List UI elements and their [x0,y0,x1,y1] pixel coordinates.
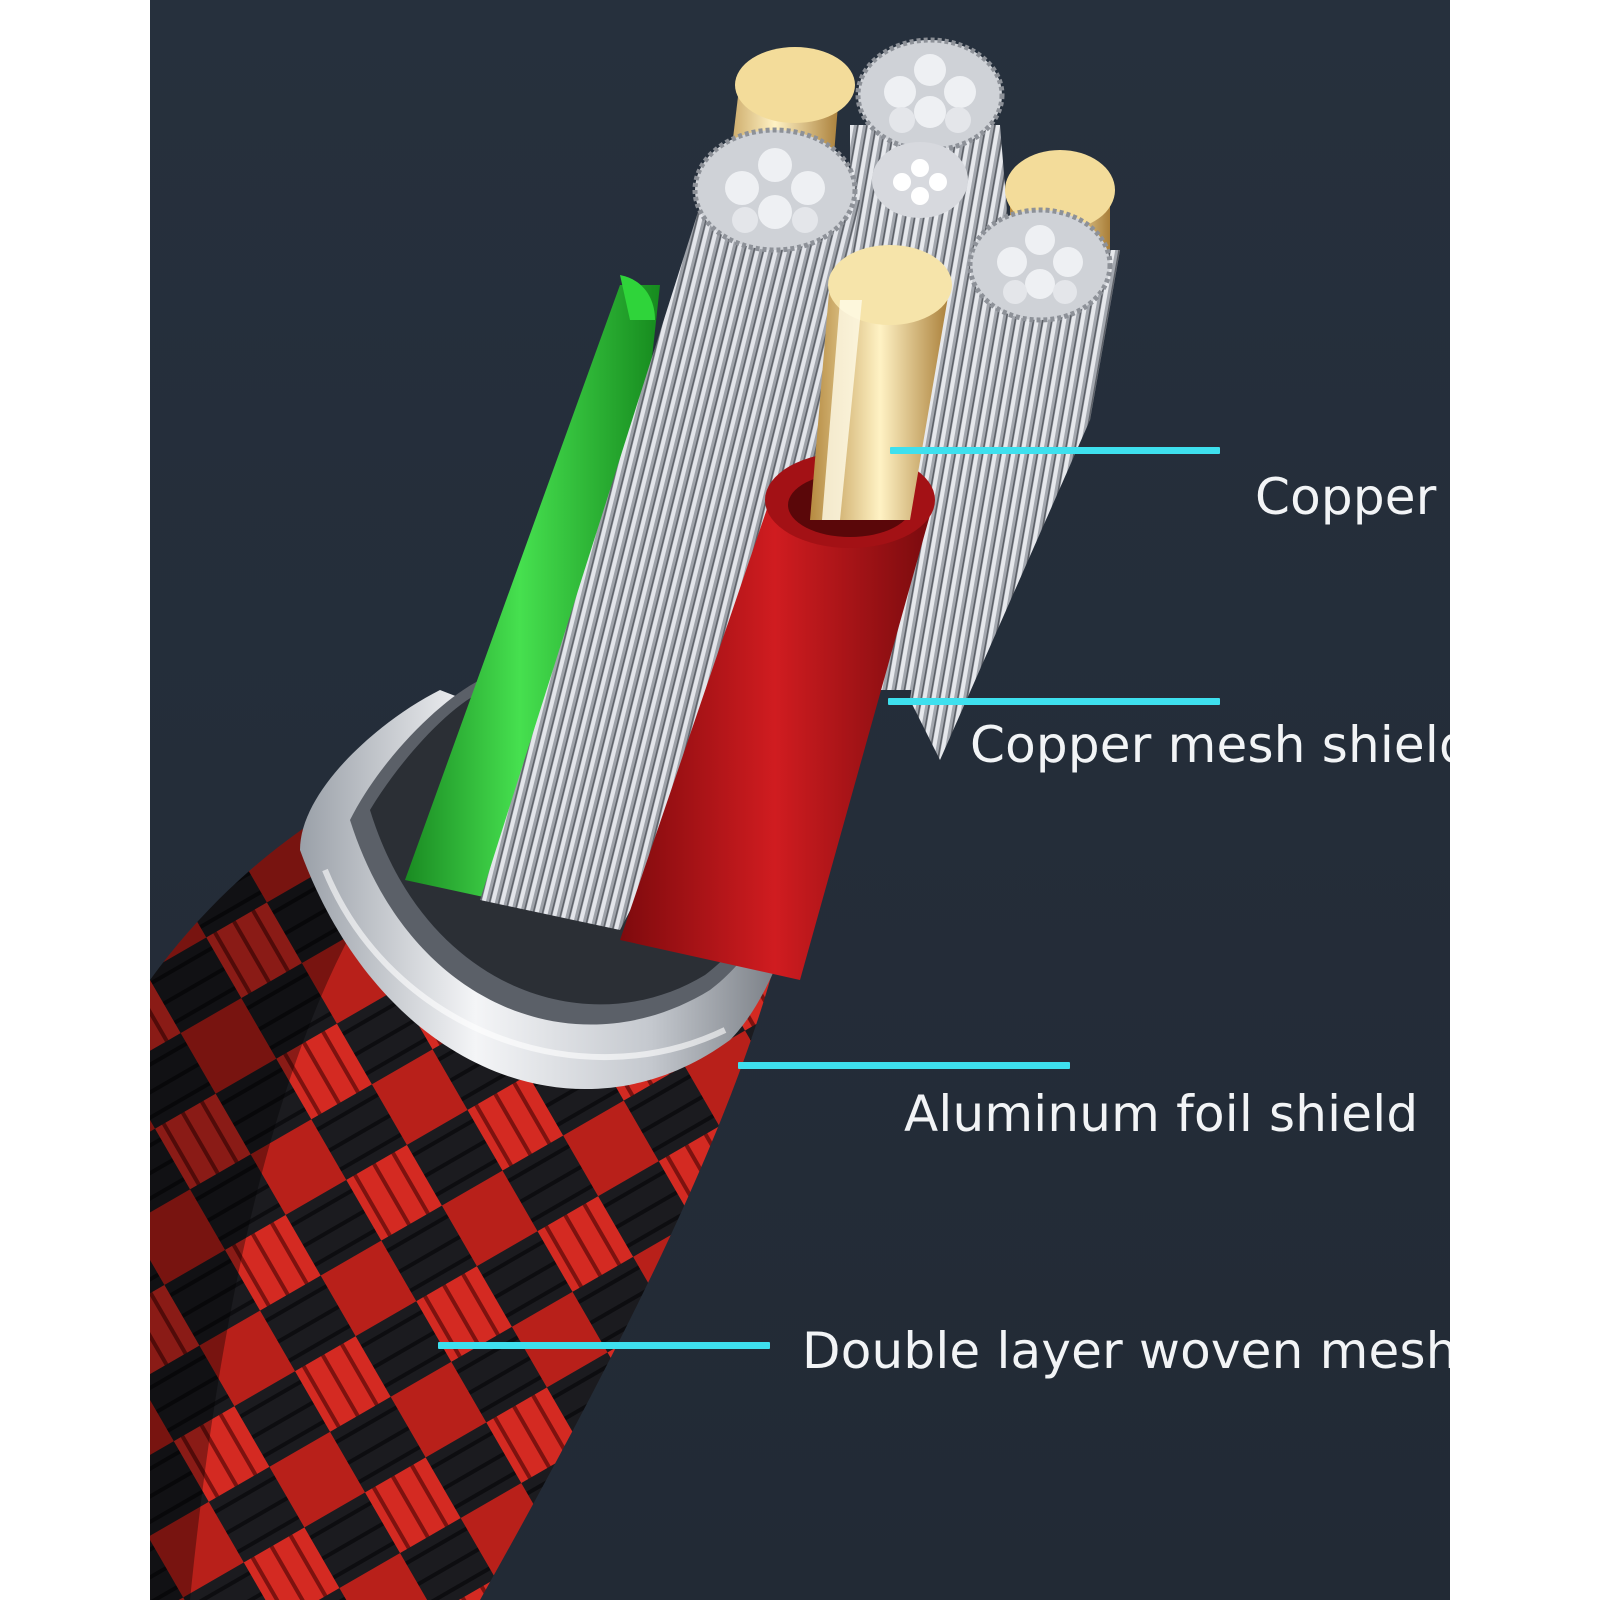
leader-line-aluminum-foil-shield [738,1062,1070,1069]
leader-line-copper-mesh-shield [888,698,1220,705]
leader-line-copper [890,447,1220,454]
leader-line-double-layer-woven-mesh [438,1342,770,1349]
braided-jacket-shade [150,760,470,1600]
strand-bundle-caps [855,37,1113,323]
cable-illustration [150,0,1450,1600]
gold-copper-core [810,245,952,520]
label-double-layer-woven-mesh: Double layer woven mesh [802,1322,1450,1380]
label-aluminum-foil-shield: Aluminum foil shield [904,1085,1419,1143]
label-copper: Copper [1255,468,1437,526]
copper-mesh-bundle-front [480,127,860,930]
label-copper-mesh-shield: Copper mesh shield [970,716,1450,774]
diagram-panel: Copper Copper mesh shield Aluminum foil … [150,0,1450,1600]
